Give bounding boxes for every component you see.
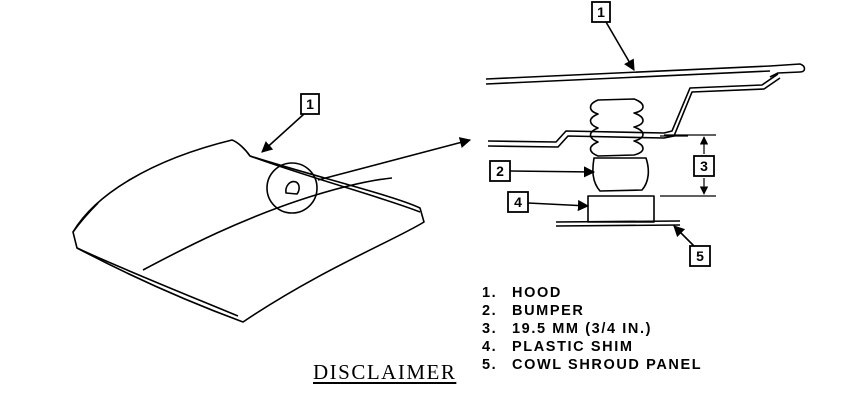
callout-hood-detail: 1 <box>591 1 635 71</box>
legend-item: 5.COWL SHROUD PANEL <box>482 357 703 373</box>
callout-shim: 4 <box>507 191 590 213</box>
hood-center-crease <box>142 177 393 271</box>
disclaimer-text: DISCLAIMER <box>313 360 457 384</box>
cowl-shroud-panel <box>555 220 681 223</box>
legend-item: 2.BUMPER <box>482 303 585 319</box>
hood-skin-lower <box>485 70 771 85</box>
callout-cowl-panel: 5 <box>673 225 711 267</box>
legend-item: 4.PLASTIC SHIM <box>482 339 634 355</box>
hood-front-edge <box>76 247 239 317</box>
callout-bumper: 2 <box>489 160 596 182</box>
bumper-body <box>592 157 650 192</box>
bumper-small <box>285 180 300 195</box>
detail-arrow <box>317 137 472 181</box>
svg-text:1: 1 <box>306 96 314 112</box>
hood-overview <box>72 139 425 323</box>
hood-rear-fold <box>249 155 421 213</box>
svg-text:4: 4 <box>514 194 522 210</box>
detail-view <box>485 63 806 227</box>
svg-text:3: 3 <box>700 158 708 174</box>
hood-outline <box>72 139 425 323</box>
legend-item: 3.19.5 MM (3/4 IN.) <box>482 321 653 337</box>
svg-text:5: 5 <box>696 248 704 264</box>
detail-circle <box>266 162 318 214</box>
legend: 1.HOOD 2.BUMPER 3.19.5 MM (3/4 IN.) 4.PL… <box>482 284 702 374</box>
hood-skin <box>485 63 806 80</box>
svg-text:2: 2 <box>496 163 504 179</box>
plastic-shim <box>587 195 655 223</box>
svg-text:1: 1 <box>597 4 605 20</box>
bumper-thread <box>589 98 644 157</box>
hood-side-edge <box>72 202 99 233</box>
hood-inner-panel-2 <box>487 77 781 148</box>
legend-item: 1.HOOD <box>482 285 562 301</box>
callout-gap: 3 <box>693 155 715 177</box>
callout-hood-overview: 1 <box>261 93 320 153</box>
hood-inner-panel <box>487 73 779 143</box>
